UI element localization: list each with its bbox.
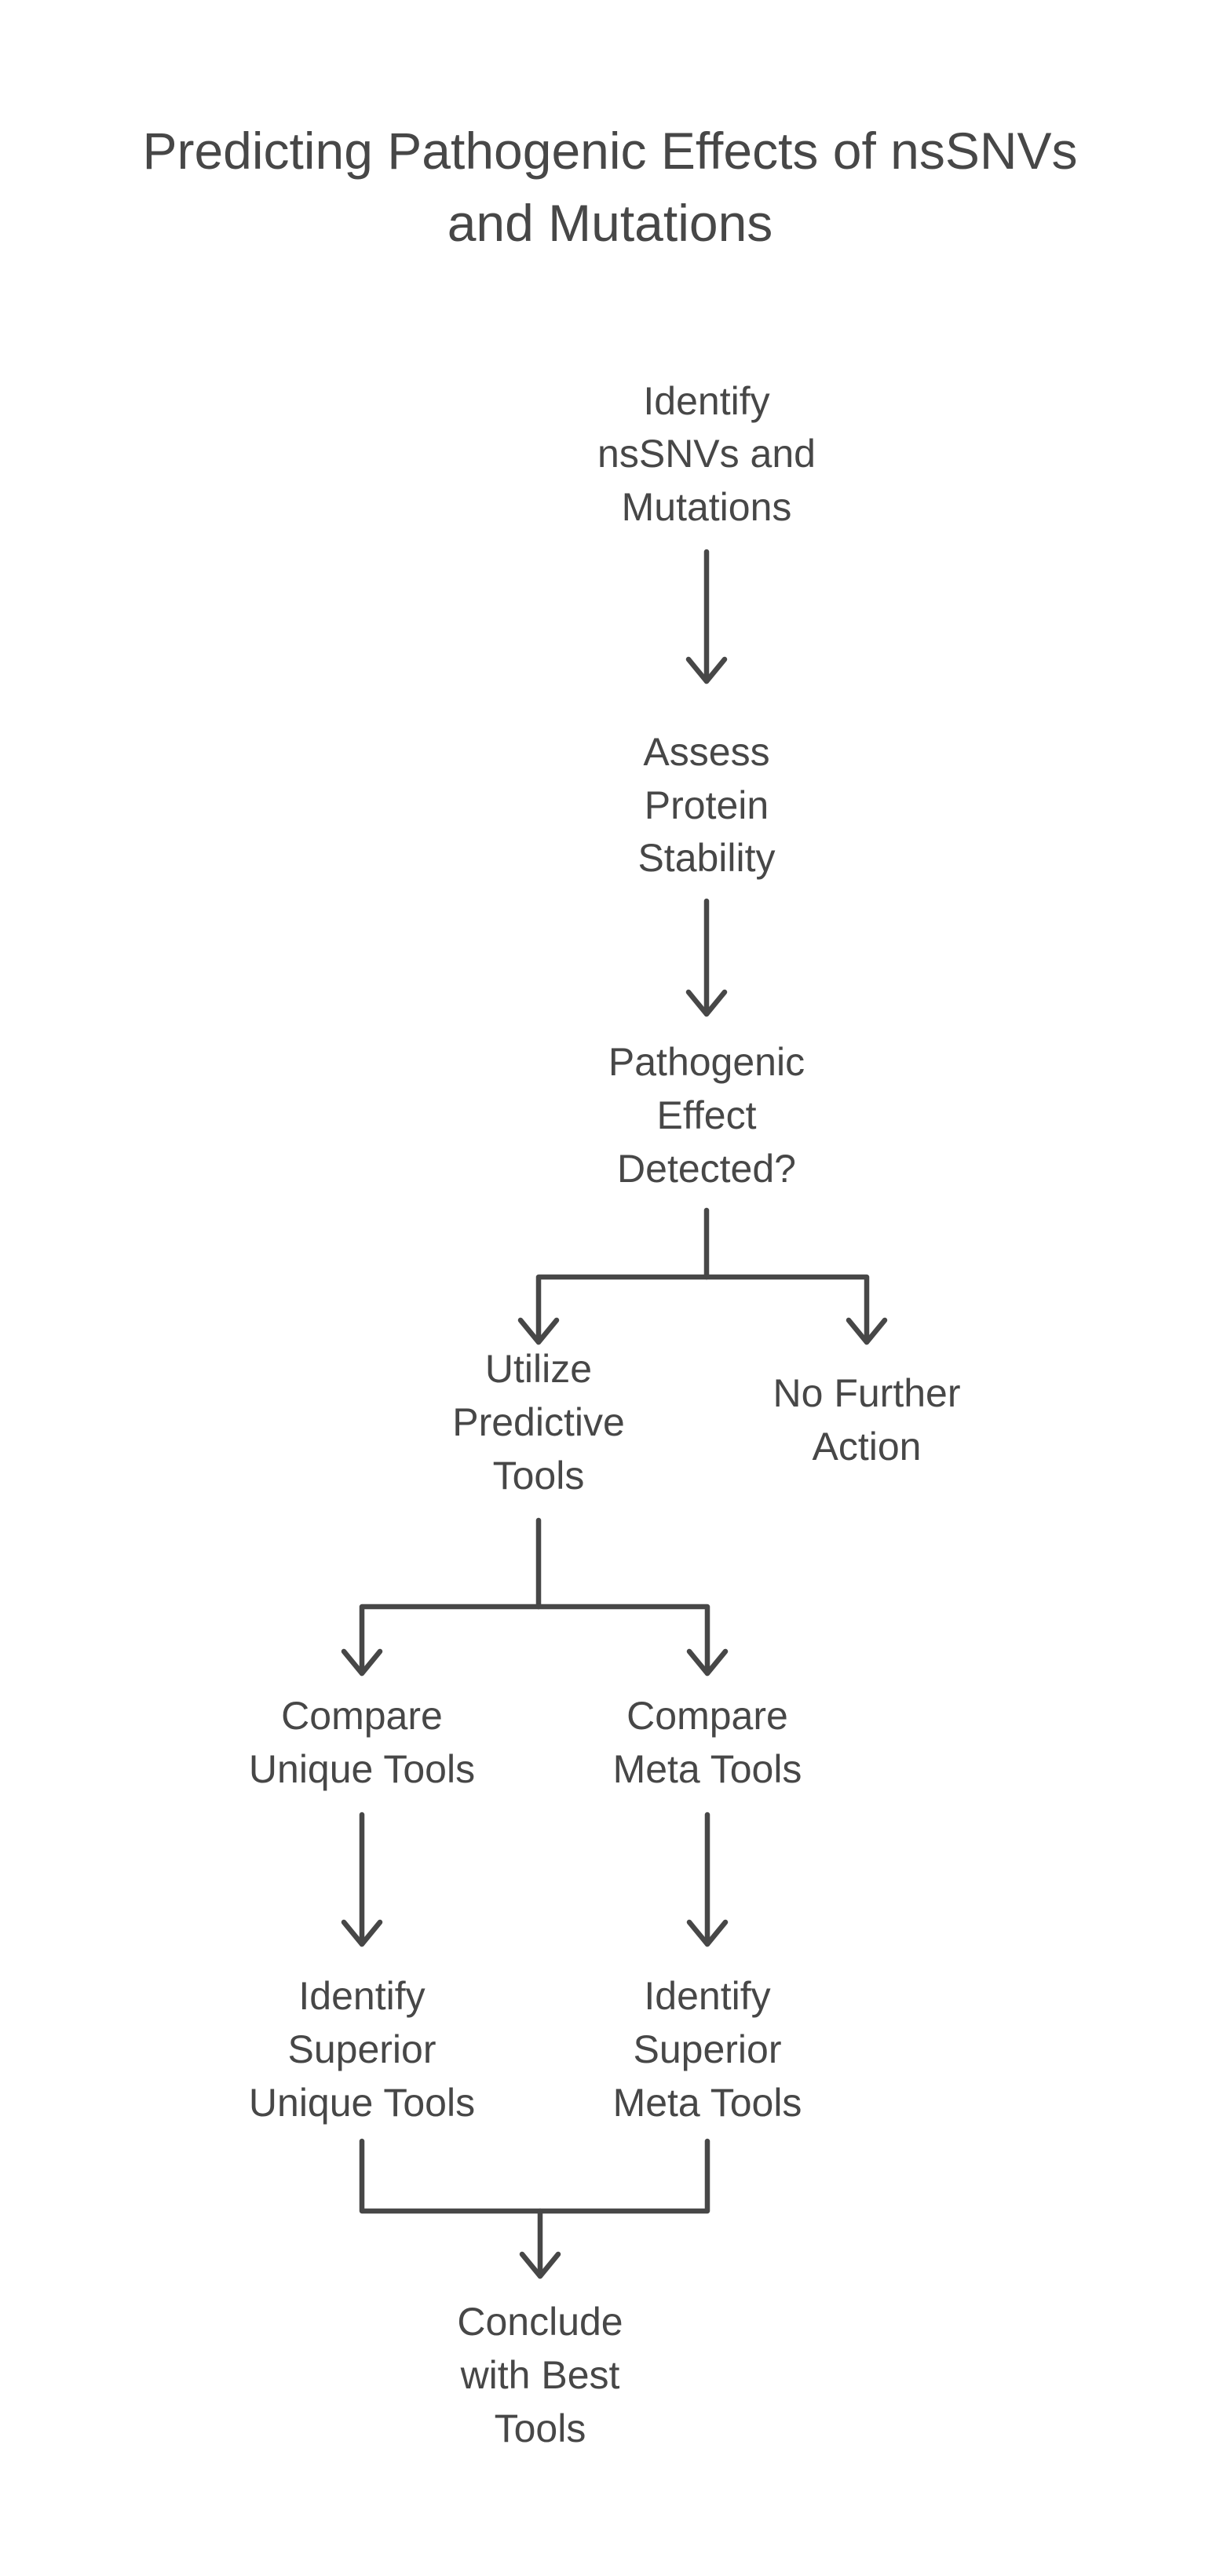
arrowhead-icon (686, 1919, 729, 1947)
node-label-line: Detected? (617, 1147, 796, 1191)
edge-arrow-merge-to-conclude (519, 2208, 561, 2279)
node-label-line: Superior (634, 2027, 782, 2071)
node-label-line: Conclude (457, 2300, 623, 2344)
node-label-line: Pathogenic (608, 1040, 805, 1084)
node-label-line: Assess (643, 730, 769, 774)
node-label-line: Stability (637, 836, 775, 880)
node-label-line: Identify (643, 379, 769, 423)
node-label-line: Compare (281, 1694, 443, 1738)
arrowhead-icon (517, 1317, 560, 1345)
edge-branch-utilize-to-compare-meta (535, 1604, 729, 1677)
arrowhead-icon (685, 656, 728, 684)
arrowhead-icon (686, 1648, 729, 1677)
connector-line (535, 1604, 710, 1677)
edge-arrow-assess-to-pathogenic (685, 898, 728, 1017)
edge-arrow-identify-to-assess (685, 549, 728, 684)
arrowhead-icon (685, 989, 728, 1017)
edge-arrow-compare-unique-to-superior (341, 1812, 383, 1947)
arrowhead-icon (519, 2251, 561, 2279)
arrowhead-icon (341, 1919, 383, 1947)
node-label-line: Effect (657, 1093, 757, 1137)
node-label-line: No Further (773, 1371, 961, 1415)
node-label-line: Meta Tools (613, 1747, 802, 1791)
edge-arrow-compare-meta-to-superior (686, 1812, 729, 1947)
node-label-line: Utilize (485, 1347, 592, 1391)
edge-branch-pathogenic-to-no-action (703, 1274, 888, 1345)
arrowhead-icon (341, 1648, 383, 1677)
connector-line (535, 1274, 710, 1345)
node-label-line: with Best (460, 2353, 620, 2397)
connector-line (703, 1274, 870, 1345)
diagram-title-line: Predicting Pathogenic Effects of nsSNVs (142, 122, 1077, 180)
node-label-line: Predictive (452, 1400, 625, 1444)
node-label-line: Identify (644, 1974, 770, 2018)
node-label-line: Tools (495, 2406, 586, 2450)
node-label-line: nsSNVs and (597, 432, 816, 476)
connector-line (359, 1604, 542, 1677)
edge-branch-pathogenic-to-utilize (517, 1274, 710, 1345)
node-label-line: Unique Tools (249, 2081, 475, 2125)
node-label-line: Superior (288, 2027, 436, 2071)
node-label-line: Compare (626, 1694, 788, 1738)
connector-line (359, 2138, 710, 2214)
node-label-line: Unique Tools (249, 1747, 475, 1791)
node-label-line: Protein (645, 783, 769, 827)
edge-branch-utilize-to-compare-unique (341, 1604, 542, 1677)
edge-merge-bracket (359, 2138, 710, 2214)
node-label-line: Identify (298, 1974, 425, 2018)
node-label-line: Tools (493, 1454, 585, 1498)
diagram-title-line: and Mutations (447, 194, 773, 252)
node-label-line: Action (813, 1425, 922, 1469)
node-label-line: Mutations (622, 485, 792, 529)
arrowhead-icon (846, 1317, 888, 1345)
diagram-title: Predicting Pathogenic Effects of nsSNVs a… (142, 122, 1077, 252)
node-label-line: Meta Tools (613, 2081, 802, 2125)
